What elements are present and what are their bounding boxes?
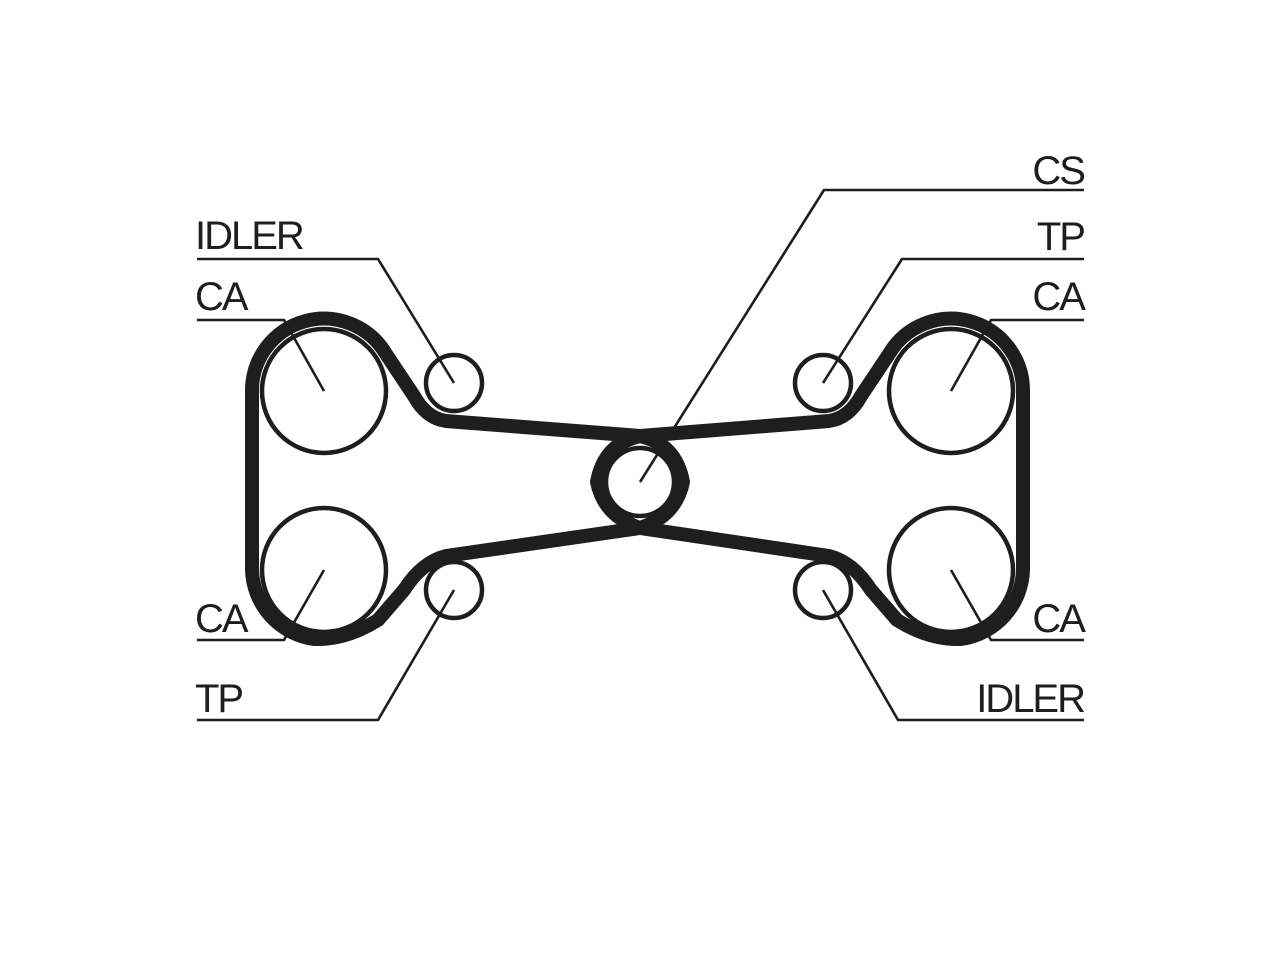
leader-ca-top-right <box>949 318 1084 392</box>
label-ca-top-right: CA <box>1032 275 1086 319</box>
timing-belt-right <box>590 311 1031 647</box>
leader-ca-top-left <box>197 318 326 392</box>
tensioner-pulley-top-right <box>792 352 854 414</box>
label-idler-bottom-right: IDLER <box>976 677 1085 721</box>
label-idler-top-left: IDLER <box>195 214 304 258</box>
label-ca-bottom-left: CA <box>195 597 249 641</box>
idler-pulley-top-left <box>423 352 485 414</box>
leader-tp-top-right <box>821 257 1084 384</box>
label-cs-top-right: CS <box>1032 149 1084 193</box>
label-ca-bottom-right: CA <box>1032 597 1086 641</box>
leader-tp-bottom-left <box>197 589 456 722</box>
camshaft-pulley-top-right <box>886 326 1016 456</box>
label-tp-bottom-left: TP <box>195 677 242 721</box>
label-ca-top-left: CA <box>195 275 249 319</box>
timing-belt <box>244 311 690 647</box>
tensioner-pulley-bottom-left <box>423 559 485 621</box>
leader-ca-bottom-right <box>949 569 1084 642</box>
crankshaft-pulley <box>603 445 677 519</box>
leader-cs-top-right <box>638 188 1084 483</box>
leader-idler-bottom-right <box>821 589 1084 722</box>
label-tp-top-right: TP <box>1037 215 1084 259</box>
leader-idler-top-left <box>197 257 456 384</box>
leader-ca-bottom-left <box>197 569 326 642</box>
camshaft-pulley-top-left <box>259 326 389 456</box>
